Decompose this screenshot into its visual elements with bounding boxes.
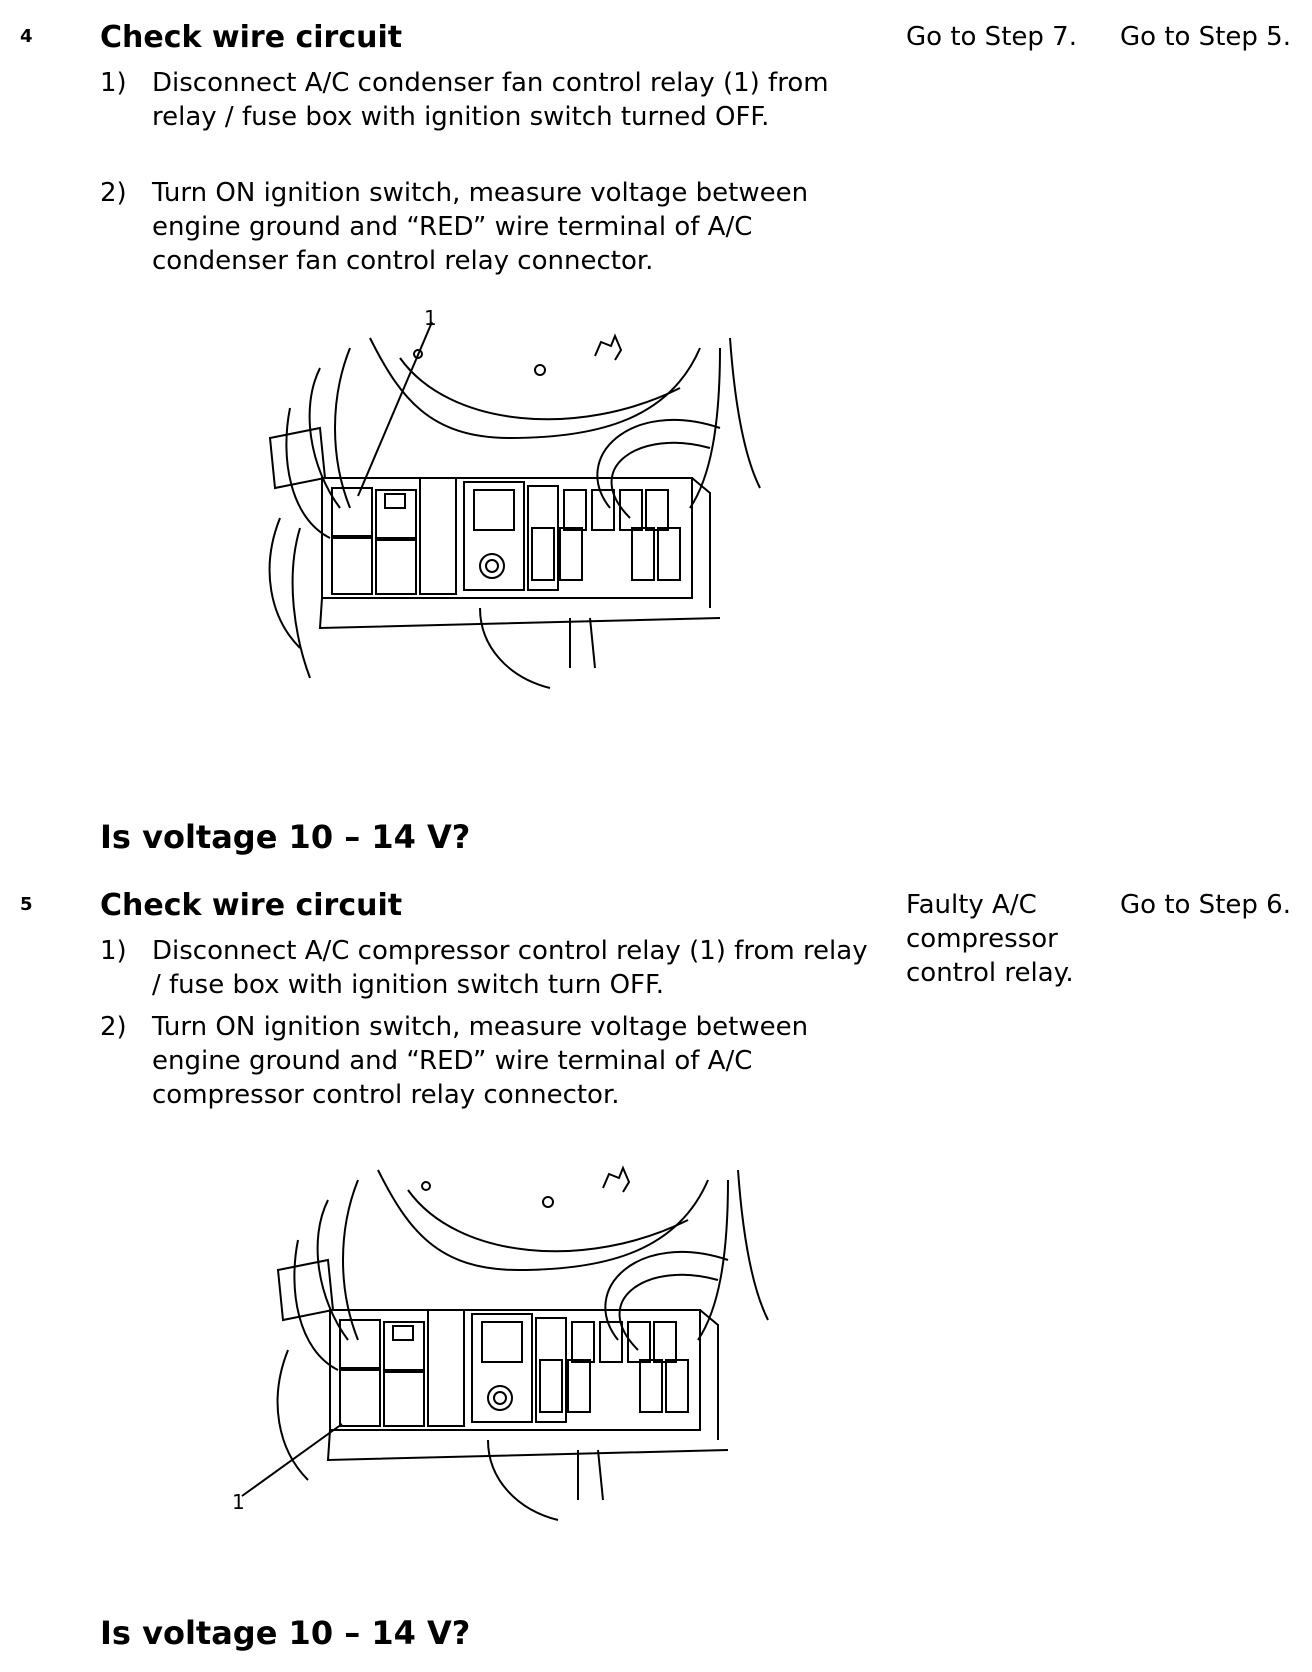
step-title: Check wire circuit [100, 888, 403, 923]
relay-fuse-box-figure: 1 [250, 306, 770, 718]
yes-result: Faulty A/C compressor control relay. [906, 890, 1074, 988]
instruction-item: 2) Turn ON ignition switch, measure volt… [100, 176, 880, 278]
figure-callout-label: 1 [232, 1490, 245, 1514]
instruction-number: 2) [100, 1012, 127, 1042]
instruction-text: Disconnect A/C condenser fan control rel… [152, 68, 829, 132]
instruction-item: 2) Turn ON ignition switch, measure volt… [100, 1010, 880, 1112]
no-result: Go to Step 6. [1120, 890, 1291, 920]
yes-result: Go to Step 7. [906, 22, 1077, 52]
figure-callout-label: 1 [424, 306, 437, 330]
instruction-item: 1) Disconnect A/C condenser fan control … [100, 66, 880, 134]
instruction-item: 1) Disconnect A/C compressor control rel… [100, 934, 880, 1002]
step-title: Check wire circuit [100, 20, 403, 55]
step-number: 4 [20, 26, 33, 47]
step-question: Is voltage 10 – 14 V? [100, 1614, 471, 1652]
instruction-number: 1) [100, 936, 127, 966]
instruction-text: Turn ON ignition switch, measure voltage… [152, 1012, 809, 1110]
step-question: Is voltage 10 – 14 V? [100, 818, 471, 856]
relay-fuse-box-figure: 1 [232, 1150, 778, 1550]
instruction-text: Disconnect A/C compressor control relay … [152, 936, 868, 1000]
instruction-text: Turn ON ignition switch, measure voltage… [152, 178, 809, 276]
step-number: 5 [20, 894, 33, 915]
instruction-number: 2) [100, 178, 127, 208]
instruction-number: 1) [100, 68, 127, 98]
no-result: Go to Step 5. [1120, 22, 1291, 52]
